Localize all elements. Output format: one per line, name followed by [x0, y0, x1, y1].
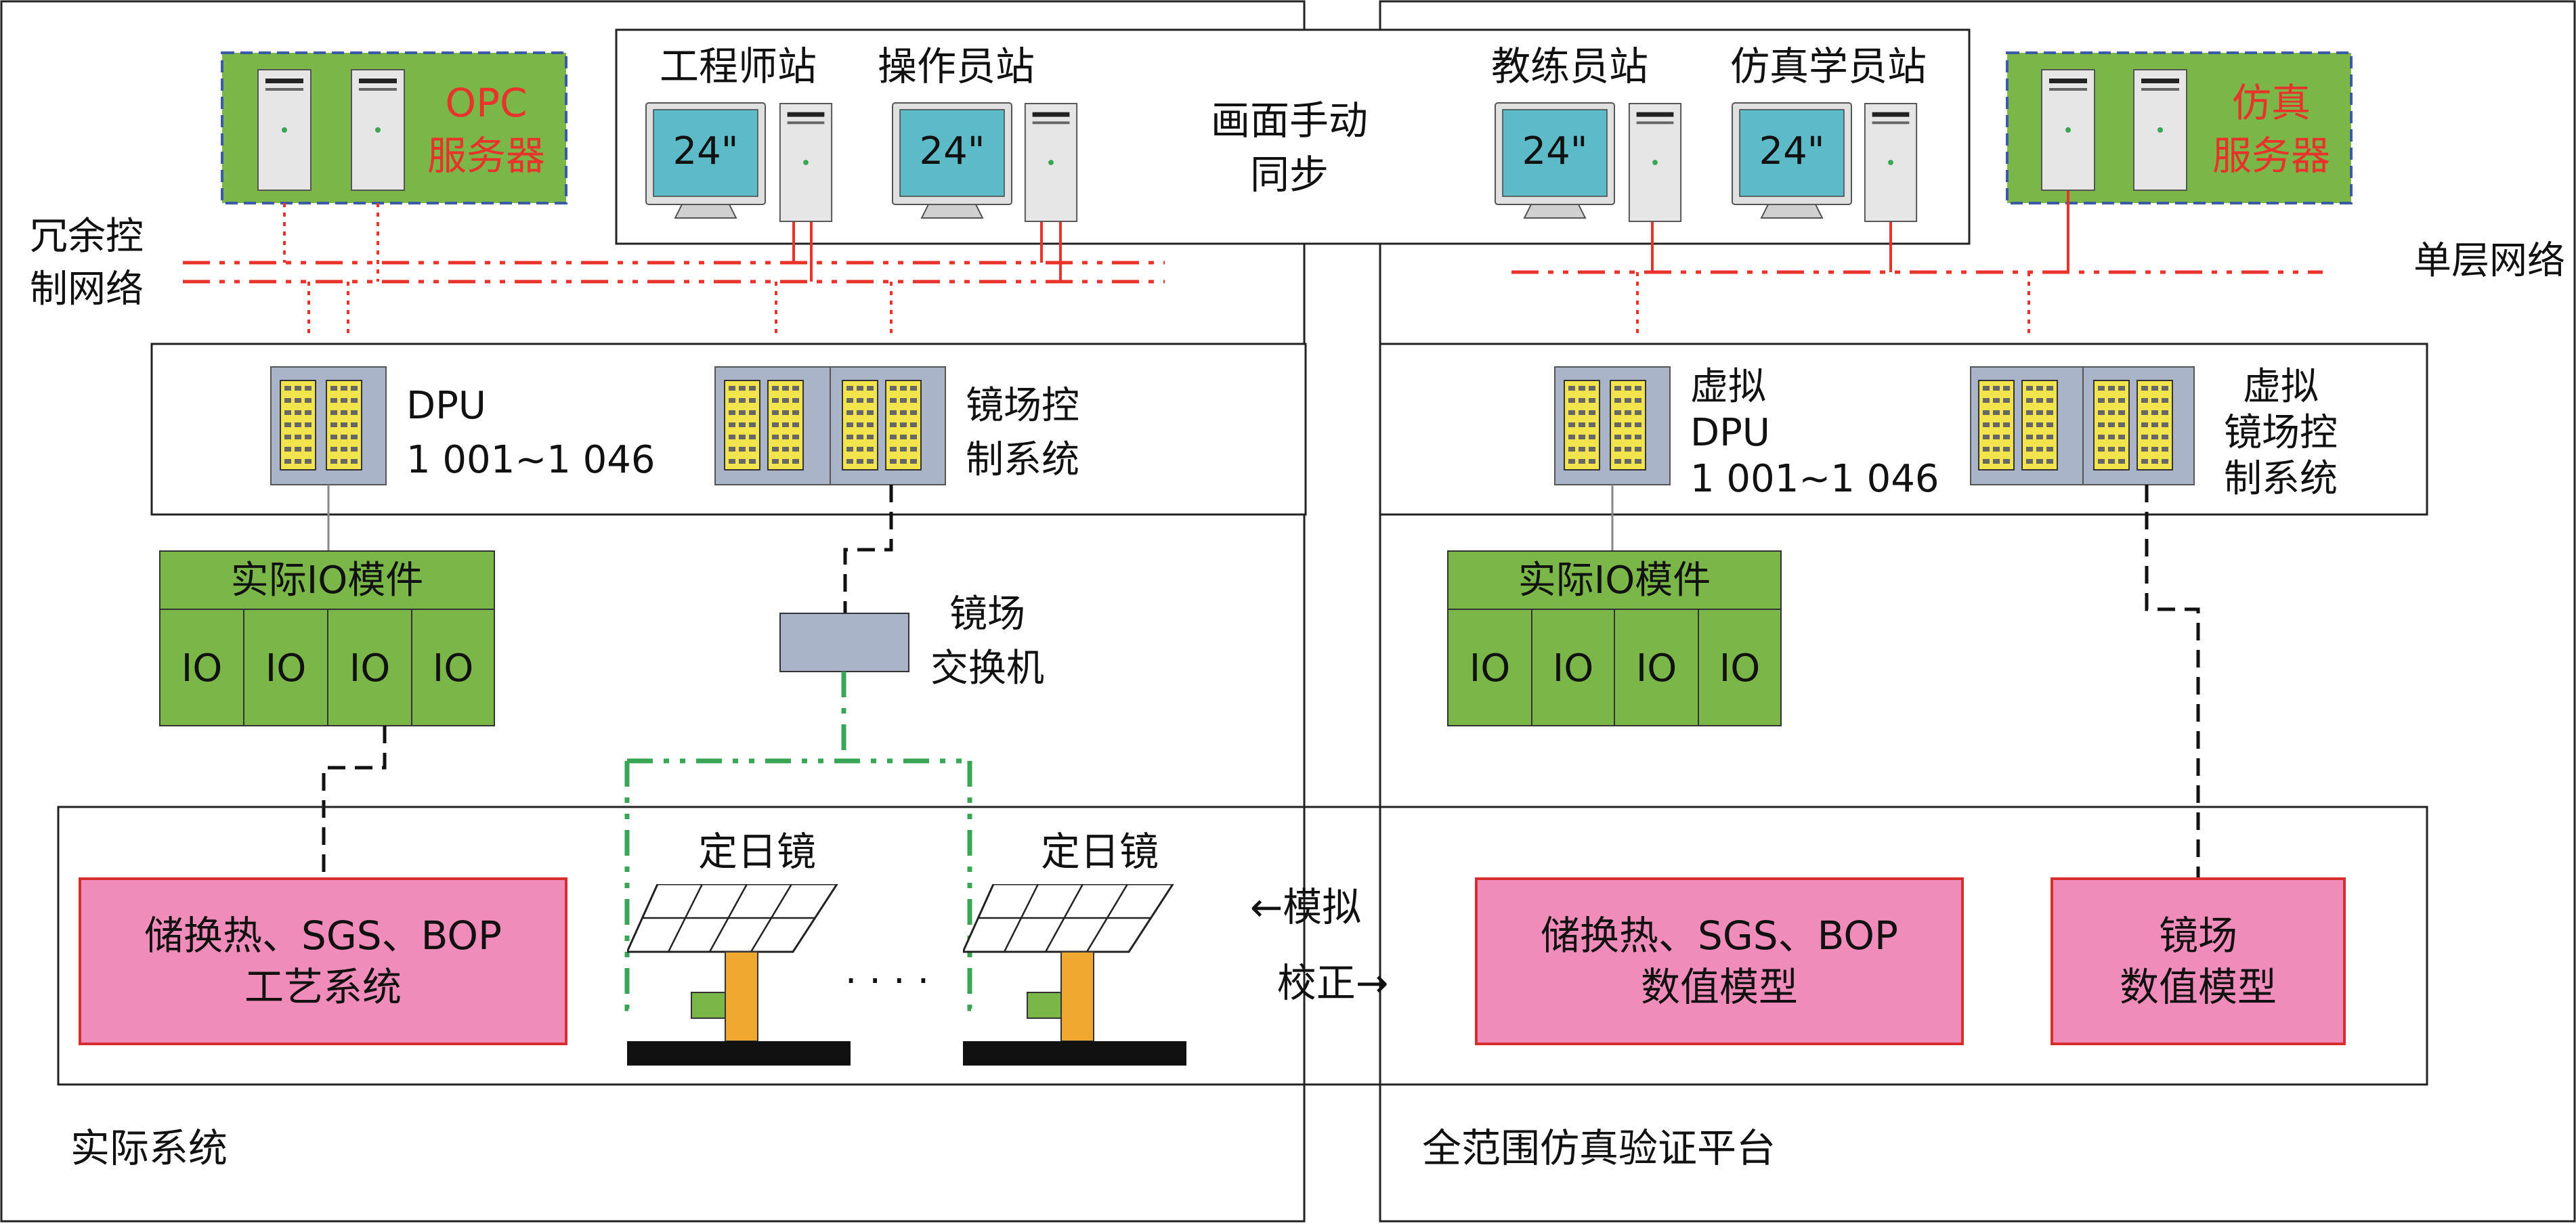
io-module-title: 实际IO模件 [231, 559, 424, 603]
sim-platform-caption: 全范围仿真验证平台 [1422, 1125, 1776, 1171]
sim-server-tower-2 [2133, 69, 2187, 191]
field-control-label: 镜场控 [966, 384, 1079, 428]
virtual-field-rack-1 [1978, 380, 2015, 470]
student-pc-icon [1864, 103, 1918, 222]
virtual-field-control-label-3: 制系统 [2224, 457, 2338, 501]
heliostat-ellipsis: · · · · [845, 959, 930, 1003]
calibrate-label: 校正→ [1277, 960, 1389, 1006]
dpu-rack-icon-1 [280, 380, 316, 470]
field-switch-label: 镜场 [949, 592, 1025, 636]
virtual-dpu-rack-2 [1610, 380, 1646, 470]
real-system-caption: 实际系统 [70, 1125, 228, 1171]
field-model-label: 镜场 [2159, 913, 2237, 959]
heliostat-label-1: 定日镜 [698, 829, 816, 875]
field-control-rack-2 [767, 380, 804, 470]
virtual-dpu-label: 虚拟 [1690, 365, 1766, 409]
engineer-monitor-size: 24" [672, 129, 738, 173]
virtual-dpu-range-label: 1 001~1 046 [1690, 457, 1939, 501]
student-station-label: 仿真学员站 [1730, 43, 1927, 89]
redundant-network-lines [183, 261, 1165, 284]
opc-server-label-2: 服务器 [427, 133, 545, 179]
field-switch-label-2: 交换机 [930, 647, 1044, 691]
numeric-model-label-2: 数值模型 [1641, 964, 1798, 1010]
virtual-field-rack-3 [2093, 380, 2130, 470]
io-module-sim [1447, 550, 1782, 726]
io-cell-2: IO [265, 647, 307, 691]
process-system-label-2: 工艺系统 [244, 964, 402, 1010]
process-tier-box [57, 806, 2428, 1086]
field-switch [779, 613, 909, 672]
io-cell-sim-1: IO [1469, 647, 1511, 691]
field-model-box [2051, 877, 2346, 1045]
student-monitor-size: 24" [1759, 129, 1824, 173]
field-control-rack-3 [842, 380, 878, 470]
io-cell-3: IO [349, 647, 391, 691]
trainer-pc-icon [1628, 103, 1682, 222]
field-model-label-2: 数值模型 [2120, 964, 2277, 1010]
opc-server-tower-2 [351, 69, 405, 191]
field-control-rack-1 [724, 380, 760, 470]
dpu-label: DPU [406, 384, 486, 428]
heliostat-label-2: 定日镜 [1041, 829, 1159, 875]
virtual-dpu-rack-1 [1564, 380, 1600, 470]
io-cell-sim-4: IO [1719, 647, 1761, 691]
engineer-station-label: 工程师站 [660, 43, 817, 89]
dpu-range-label: 1 001~1 046 [406, 438, 656, 482]
simulate-label: ←模拟 [1250, 884, 1362, 930]
network-connections [283, 191, 2069, 338]
trainer-monitor-size: 24" [1522, 129, 1587, 173]
sim-server-label-2: 服务器 [2212, 133, 2330, 179]
manual-sync-label: 画面手动 [1211, 97, 1368, 144]
sim-server-label: 仿真 [2232, 80, 2311, 126]
virtual-field-rack-4 [2137, 380, 2173, 470]
left-panel-border [0, 0, 1306, 1223]
opc-server-tower-1 [257, 69, 312, 191]
manual-sync-label-2: 同步 [1250, 152, 1329, 198]
field-control-label-2: 制系统 [966, 438, 1079, 482]
process-system-box [79, 877, 567, 1045]
numeric-model-box [1475, 877, 1964, 1045]
io-module-title-sim: 实际IO模件 [1518, 559, 1711, 603]
io-cell-4: IO [433, 647, 474, 691]
operator-monitor-size: 24" [919, 129, 985, 173]
field-control-rack-4 [885, 380, 922, 470]
numeric-model-label: 储换热、SGS、BOP [1541, 913, 1898, 959]
io-cell-sim-2: IO [1553, 647, 1594, 691]
process-system-label: 储换热、SGS、BOP [144, 913, 502, 959]
virtual-field-rack-2 [2021, 380, 2058, 470]
heliostat-icon-1 [627, 884, 852, 1067]
trainer-station-label: 教练员站 [1491, 43, 1648, 89]
operator-station-label: 操作员站 [878, 43, 1035, 89]
sim-server-tower-1 [2041, 69, 2095, 191]
redundant-network-label: 冗余控 [30, 215, 144, 259]
io-module-real [159, 550, 495, 726]
engineer-pc-icon [779, 103, 833, 222]
operator-pc-icon [1024, 103, 1078, 222]
right-panel-border [1379, 0, 2576, 1223]
io-cell-1: IO [181, 647, 223, 691]
heliostat-icon-2 [963, 884, 1188, 1067]
single-layer-network-label: 单层网络 [2413, 239, 2565, 283]
virtual-dpu-label-2: DPU [1690, 411, 1770, 455]
virtual-field-control-label-2: 镜场控 [2224, 411, 2338, 455]
virtual-field-control-label: 虚拟 [2243, 365, 2319, 409]
io-cell-sim-3: IO [1636, 647, 1677, 691]
redundant-network-label-2: 制网络 [30, 267, 144, 311]
dpu-rack-icon-2 [326, 380, 362, 470]
opc-server-label: OPC [445, 80, 527, 126]
field-network [624, 672, 979, 1011]
control-links [322, 485, 2200, 879]
